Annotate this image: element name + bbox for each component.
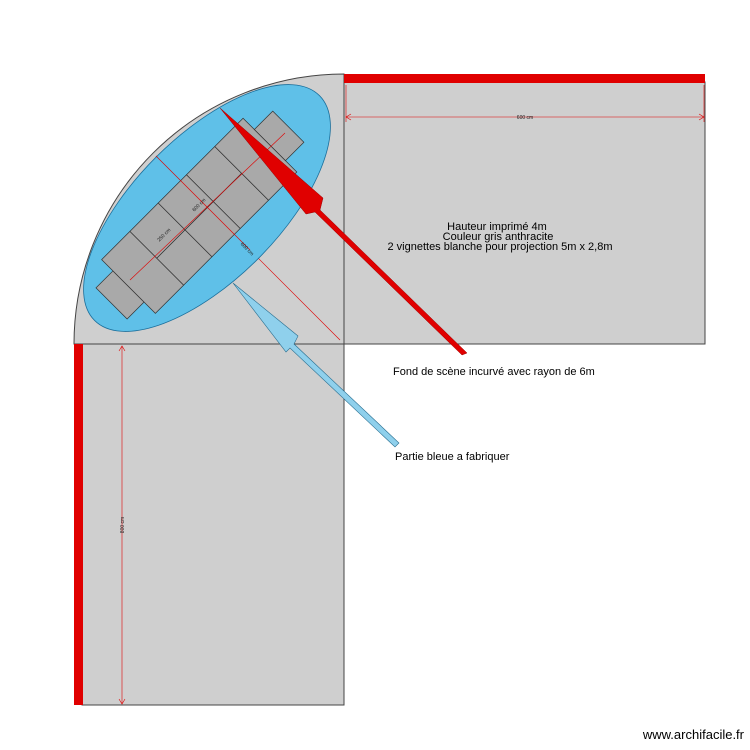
tables-group bbox=[95, 110, 305, 320]
dimension-right-width-label: 600 cm bbox=[517, 115, 533, 121]
red-wall-top bbox=[344, 74, 705, 83]
red-arrow-backdrop bbox=[219, 107, 468, 356]
note-height: Hauteur imprimé 4m bbox=[447, 221, 547, 233]
dimension-right-width bbox=[345, 85, 705, 122]
table-small-right bbox=[253, 110, 305, 162]
callout-curved-backdrop: Fond de scène incurvé avec rayon de 6m bbox=[393, 366, 595, 378]
red-wall-left bbox=[74, 344, 83, 705]
dimension-ellipse bbox=[129, 132, 286, 281]
note-color: Couleur gris anthracite bbox=[443, 231, 554, 243]
note-projection: 2 vignettes blanche pour projection 5m x… bbox=[387, 241, 612, 253]
dimension-left-height bbox=[118, 345, 126, 705]
blue-arrow-part bbox=[232, 282, 400, 448]
dimension-left-height-label: 800 cm bbox=[120, 517, 126, 533]
watermark-text: www.archifacile.fr bbox=[642, 727, 744, 742]
callout-blue-part: Partie bleue a fabriquer bbox=[395, 451, 510, 463]
right-backdrop-panel bbox=[343, 81, 706, 345]
left-backdrop-panel bbox=[81, 343, 345, 706]
